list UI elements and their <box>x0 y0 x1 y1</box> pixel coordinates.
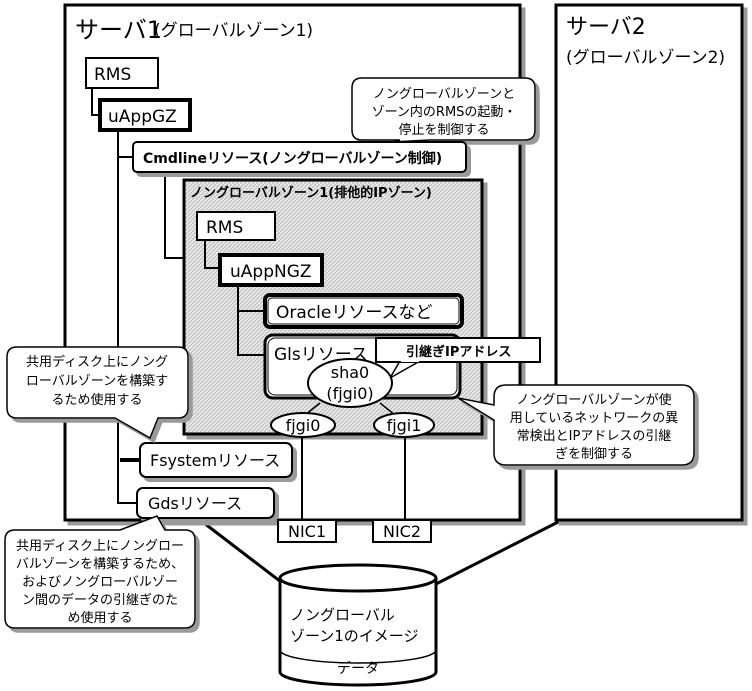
nic2: NIC2 <box>372 519 432 543</box>
ngz-uapp[interactable]: uAppNGZ <box>218 253 324 287</box>
server1-title: サーバ1 <box>75 16 162 44</box>
fjgi0-interface[interactable]: fjgi0 <box>270 412 336 438</box>
takeover-ip-label: 引継ぎIPアドレス <box>375 337 541 381</box>
callout-cmdline-line: 停止を制御する <box>398 122 489 138</box>
ngz-title: ノングローバルゾーン1(排他的IPゾーン) <box>190 185 432 201</box>
callout-gds-line: 共用ディスク上にノングロー <box>16 538 184 554</box>
callout-fsystem-line: 共用ディスク上にノング <box>26 354 168 370</box>
sha0-sub-label: (fjgi0) <box>326 384 373 403</box>
callout-cmdline-line: ノングローバルゾーンと <box>373 87 515 102</box>
takeover-ip-text: 引継ぎIPアドレス <box>406 344 511 360</box>
ngz-rms-label: RMS <box>206 218 243 238</box>
disk-data-label: データ <box>337 660 379 677</box>
ngz-tree-lines <box>204 240 265 356</box>
disk-image-label-2: ゾーン1のイメージ <box>290 627 419 645</box>
gds-resource[interactable]: Gdsリソース <box>136 487 275 519</box>
server2-title: サーバ2 <box>566 15 646 40</box>
callout-gls-line: 常検出とIPアドレスの引継 <box>517 429 672 444</box>
callout-gds-line: およびノングローバルゾー <box>22 575 178 590</box>
callout-gds <box>4 515 196 629</box>
callout-fsystem <box>6 346 189 440</box>
callout-gls-line: ノングローバルゾーンが使 <box>516 392 671 408</box>
callout-gls-line: 用しているネットワークの異 <box>510 411 679 426</box>
server1-disk-link <box>199 518 286 587</box>
callout-cmdline-line: ゾーン内のRMSの起動・ <box>372 104 517 120</box>
cmdline-resource[interactable]: Cmdlineリソース(ノングローバルゾーン制御) <box>132 141 467 173</box>
oracle-label: Oracleリソースなど <box>276 303 432 323</box>
server2-disk-link <box>433 518 563 587</box>
disk-image-label-1: ノングローバル <box>290 606 395 624</box>
sha0-label: sha0 <box>331 363 369 382</box>
nic2-label: NIC2 <box>383 522 421 541</box>
server1-subtitle: (グローバルゾーン1) <box>154 21 313 41</box>
callout-gds-line: バルゾーンを構築するため、 <box>16 557 184 572</box>
callout-gds-line: め使用する <box>67 610 132 626</box>
callout-gls <box>457 384 695 466</box>
oracle-resource[interactable]: Oracleリソースなど <box>263 293 464 329</box>
server2-subtitle: (グローバルゾーン2) <box>566 48 725 68</box>
callout-gls-line: ぎを制御する <box>555 447 633 462</box>
fjgi1-label: fjgi1 <box>387 416 422 435</box>
callout-fsystem-line: ローバルゾーンを構築す <box>26 374 168 389</box>
nic1: NIC1 <box>277 519 337 543</box>
ngz-uapp-label: uAppNGZ <box>230 262 312 282</box>
fsystem-label: Fsystemリソース <box>150 451 280 470</box>
callout-fsystem-line: るため使用する <box>51 392 142 408</box>
sha0-interface[interactable]: sha0 (fjgi0) <box>307 358 393 408</box>
cmdline-label: Cmdlineリソース(ノングローバルゾーン制御) <box>143 150 442 167</box>
shared-disk-icon: ノングローバル ゾーン1のイメージ データ <box>278 563 438 687</box>
gds-label: Gdsリソース <box>148 494 242 513</box>
gz-rms[interactable]: RMS <box>85 57 159 89</box>
nic1-label: NIC1 <box>288 522 326 541</box>
gz-uapp[interactable]: uAppGZ <box>98 98 192 132</box>
fjgi0-label: fjgi0 <box>286 416 321 435</box>
fjgi1-interface[interactable]: fjgi1 <box>373 412 435 438</box>
gz-rms-label: RMS <box>94 65 131 85</box>
gz-uapp-label: uAppGZ <box>108 107 177 127</box>
fsystem-resource[interactable]: Fsystemリソース <box>139 442 293 478</box>
gz-tree-lines <box>91 88 184 504</box>
ngz-rms[interactable]: RMS <box>196 211 276 241</box>
callout-gds-line: ン間のデータの引継ぎのた <box>22 592 178 608</box>
